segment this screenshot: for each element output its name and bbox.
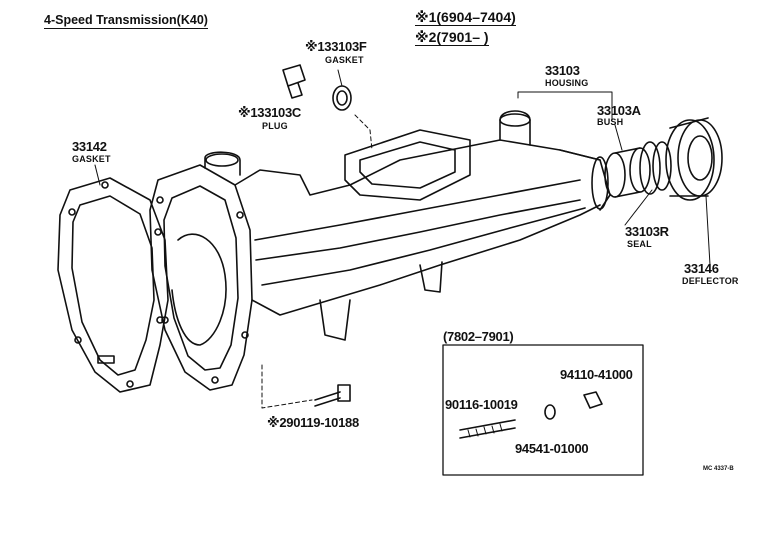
front-gasket-part xyxy=(57,177,169,393)
bolt-number: ※290119-10188 xyxy=(267,415,359,430)
inset-period: (7802–7901) xyxy=(443,329,514,344)
top-gasket-number: ※133103F xyxy=(305,39,367,54)
inset-box xyxy=(442,344,644,476)
top-gasket-name: GASKET xyxy=(325,55,364,65)
reference-note-2: ※2(7901– ) xyxy=(415,29,489,46)
front-gasket-name: GASKET xyxy=(72,154,111,164)
reference-note-1: ※1(6904–7404) xyxy=(415,9,516,26)
diagram-title: 4-Speed Transmission(K40) xyxy=(44,13,208,29)
bolt-part xyxy=(314,384,351,407)
plug-number: ※133103C xyxy=(238,105,302,120)
stud-number: 90116-10019 xyxy=(445,397,518,412)
washer-number: 94541-01000 xyxy=(515,441,589,456)
bush-name: BUSH xyxy=(597,117,624,127)
top-gasket-part xyxy=(332,85,352,111)
housing-number: 33103 xyxy=(545,63,580,78)
bush-part xyxy=(604,147,651,198)
deflector-part xyxy=(665,117,723,201)
housing-name: HOUSING xyxy=(545,78,589,88)
plug-part xyxy=(282,64,306,99)
deflector-name: DEFLECTOR xyxy=(682,276,739,286)
diagram-code: MC 4337-B xyxy=(703,466,734,472)
seal-part xyxy=(639,141,672,195)
bush-number: 33103A xyxy=(597,103,641,118)
transmission-housing-part xyxy=(149,110,611,391)
deflector-number: 33146 xyxy=(684,261,719,276)
nut-number: 94110-41000 xyxy=(560,367,633,382)
plug-name: PLUG xyxy=(262,121,288,131)
seal-name: SEAL xyxy=(627,239,652,249)
seal-number: 33103R xyxy=(625,224,669,239)
front-gasket-number: 33142 xyxy=(72,139,107,154)
